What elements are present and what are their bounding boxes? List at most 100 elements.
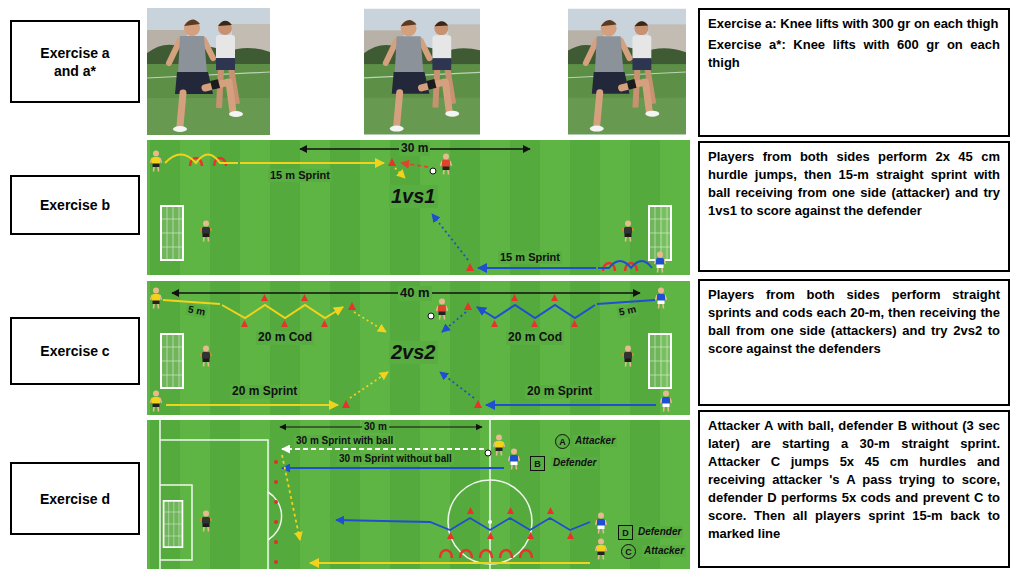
field-label: 15 m Sprint bbox=[498, 251, 562, 264]
field-c-part bbox=[597, 300, 655, 304]
field-c-part bbox=[342, 400, 350, 408]
field-b-part bbox=[200, 221, 212, 242]
field-d-part bbox=[487, 532, 494, 539]
exercise-label: Exercise b bbox=[10, 175, 140, 235]
field-label: 20 m Sprint bbox=[525, 385, 594, 399]
field-d-part bbox=[494, 435, 505, 456]
field-c-part bbox=[622, 346, 634, 367]
marked-line-part bbox=[274, 480, 278, 484]
field-d-part bbox=[527, 532, 534, 539]
field-c-part bbox=[551, 294, 558, 301]
field-label: 40 m bbox=[398, 286, 432, 301]
description-box: Exercise a: Knee lifts with 300 gr on ea… bbox=[698, 8, 1010, 137]
field-b-part bbox=[401, 163, 428, 167]
label-text: Exercise c bbox=[26, 342, 124, 360]
pitch-markings-part bbox=[489, 420, 491, 569]
field-b-part bbox=[430, 168, 436, 174]
field-label: 15 m Sprint bbox=[268, 169, 332, 182]
field-d-part bbox=[282, 455, 300, 540]
field-c-part bbox=[437, 299, 448, 320]
pitch-markings-part bbox=[160, 440, 268, 569]
description-text: Players from both sides perform straight… bbox=[708, 286, 1000, 358]
marker-letter: D bbox=[622, 528, 629, 538]
marked-line bbox=[274, 460, 278, 564]
field-c-part bbox=[661, 391, 672, 412]
marker-letter: C bbox=[625, 547, 632, 557]
exercise-label: Exercise d bbox=[10, 462, 140, 535]
field-label: 20 m Cod bbox=[506, 331, 564, 345]
field-label: 20 m Cod bbox=[256, 331, 314, 345]
field-c-part bbox=[281, 320, 288, 327]
field-d-part bbox=[485, 450, 491, 456]
player-marker: A bbox=[555, 434, 570, 449]
field-d-part bbox=[567, 532, 574, 539]
field-c-part bbox=[151, 391, 162, 412]
player-marker: D bbox=[618, 525, 633, 540]
marked-line-part bbox=[274, 540, 278, 544]
field-c bbox=[147, 281, 690, 415]
field-d bbox=[147, 420, 690, 569]
field-b-part bbox=[395, 168, 405, 178]
field-d-part bbox=[547, 507, 554, 514]
field-label: Attacker bbox=[573, 435, 617, 447]
field-b-part bbox=[388, 158, 396, 166]
field-b-part bbox=[161, 206, 183, 260]
field-label: 5 m bbox=[185, 303, 208, 319]
field-c-part bbox=[464, 302, 472, 310]
field-c-part bbox=[348, 302, 356, 310]
field-b-part bbox=[240, 162, 384, 164]
field-label: 1vs1 bbox=[389, 185, 438, 208]
field-label: Defender bbox=[636, 526, 683, 538]
field-label: Attacker bbox=[642, 545, 686, 557]
field-c-part bbox=[166, 404, 338, 406]
field-c-part bbox=[354, 312, 386, 332]
exercise-label: Exercise c bbox=[10, 317, 140, 385]
field-d-part bbox=[310, 562, 590, 564]
field-c-part bbox=[511, 294, 518, 301]
description-text: Attacker A with ball, defender B without… bbox=[708, 417, 1000, 543]
field-b-part bbox=[151, 151, 162, 172]
field-c-part bbox=[571, 320, 578, 327]
field-d-part bbox=[147, 420, 690, 569]
photo-row bbox=[147, 8, 686, 135]
photo-image bbox=[147, 8, 270, 135]
field-c-part bbox=[151, 288, 162, 309]
field-label: 30 m bbox=[362, 421, 389, 433]
field-d-part bbox=[507, 507, 514, 514]
field-c-part bbox=[350, 372, 388, 398]
field-d-part bbox=[488, 520, 492, 524]
field-c-part bbox=[301, 294, 308, 301]
field-d-part bbox=[164, 501, 183, 547]
exercise-label: Exercise a and a* bbox=[10, 20, 140, 103]
field-c-part bbox=[200, 346, 212, 367]
field-d-part bbox=[596, 539, 607, 560]
marked-line-part bbox=[274, 460, 278, 464]
field-c-part bbox=[261, 294, 268, 301]
field-label: 20 m Sprint bbox=[230, 385, 299, 399]
field-b bbox=[147, 140, 690, 275]
pitch-markings-part bbox=[160, 485, 192, 560]
photo-image bbox=[564, 9, 686, 135]
field-b-part bbox=[655, 252, 666, 273]
field-label: 30 m bbox=[399, 142, 430, 156]
player-marker: C bbox=[621, 544, 636, 559]
field-d-part bbox=[200, 511, 212, 532]
field-d-part bbox=[282, 448, 484, 450]
field-b-part bbox=[441, 154, 452, 175]
field-b-part bbox=[478, 267, 596, 269]
field-label: 2vs2 bbox=[389, 341, 438, 364]
field-c-part bbox=[428, 313, 434, 319]
field-b-part bbox=[622, 221, 634, 242]
field-c-part bbox=[491, 320, 498, 327]
field-label: 30 m Sprint with ball bbox=[294, 435, 395, 447]
field-c-part bbox=[656, 288, 667, 309]
field-label: 30 m Sprint without ball bbox=[337, 453, 454, 465]
field-b-part bbox=[598, 261, 652, 268]
label-text: Exercise b bbox=[26, 196, 124, 214]
field-b-part bbox=[147, 140, 690, 275]
marker-letter: A bbox=[559, 437, 566, 447]
field-c-part bbox=[440, 372, 474, 398]
label-text: Exercise a and a* bbox=[26, 44, 124, 80]
marked-line-part bbox=[274, 520, 278, 524]
field-c-part bbox=[147, 281, 690, 415]
